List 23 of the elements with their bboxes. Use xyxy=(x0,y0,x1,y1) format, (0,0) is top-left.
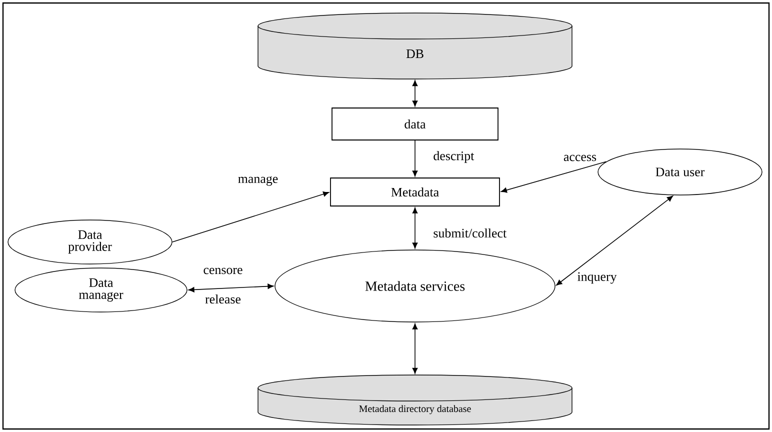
edge-label: access xyxy=(564,154,596,162)
edge-label: censore xyxy=(204,268,242,274)
ellipse-node: Data manager xyxy=(14,268,188,312)
ellipse-node: Data provider xyxy=(8,220,172,264)
process-box: data xyxy=(332,108,498,140)
arrow xyxy=(556,196,674,286)
arrow xyxy=(412,323,418,374)
ellipse-node: Metadata services xyxy=(274,250,556,322)
arrow xyxy=(188,284,274,292)
arrow xyxy=(172,191,330,242)
arrow xyxy=(412,140,418,176)
process-box: Metadata xyxy=(330,178,500,206)
database-cylinder: DB xyxy=(258,12,572,80)
database-cylinder: Metadata directory database xyxy=(258,374,572,426)
edge-label: manage xyxy=(238,176,278,186)
arrow xyxy=(412,80,418,106)
edge-label: submit/collect xyxy=(434,228,506,238)
arrow xyxy=(500,161,607,193)
edge-label: inquery xyxy=(578,272,617,284)
arrow xyxy=(412,208,418,249)
edge-label: descript xyxy=(434,151,474,163)
ellipse-node: Data user xyxy=(598,148,762,196)
text-label: release xyxy=(205,294,241,304)
